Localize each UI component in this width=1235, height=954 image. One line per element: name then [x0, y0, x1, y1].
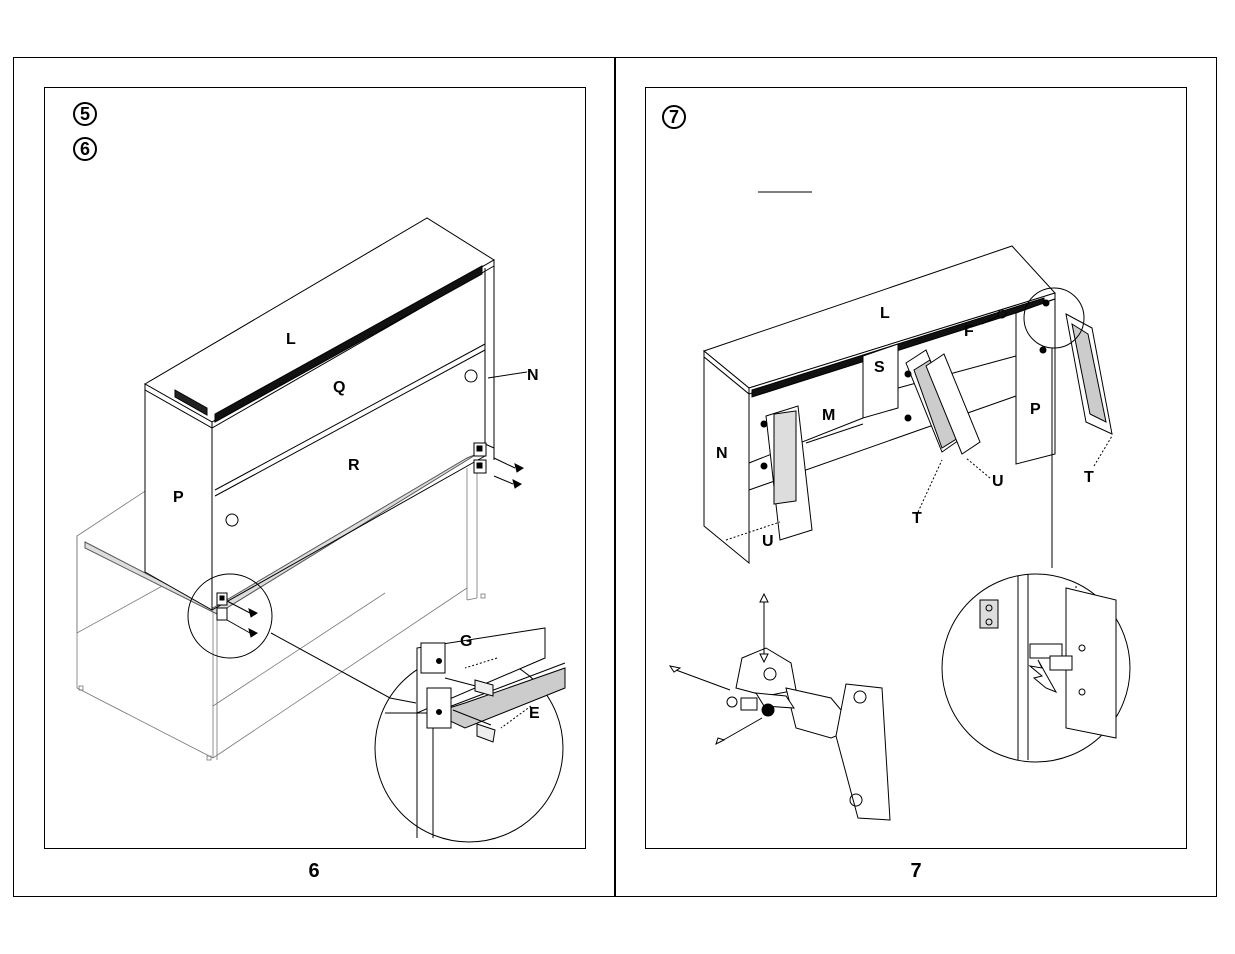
part-label-E: E [529, 705, 540, 722]
hutch-assembly-drawing: L Q R N P G E [45, 88, 587, 850]
detail-bracket-view [385, 628, 565, 838]
part-label-L: L [880, 305, 890, 322]
right-page-frame: 7 [645, 87, 1187, 849]
part-label-R: R [348, 457, 360, 474]
hinge-closeup [670, 594, 890, 820]
part-label-M: M [822, 407, 835, 424]
part-label-U-left: U [762, 533, 774, 550]
part-label-S: S [874, 359, 885, 376]
part-label-T-right: T [1084, 469, 1094, 486]
part-label-Q: Q [333, 379, 345, 396]
part-label-N: N [716, 445, 728, 462]
part-label-G: G [460, 633, 472, 650]
desk-edge-stripe [85, 454, 477, 614]
part-label-F: F [964, 323, 974, 340]
left-page: 5 6 [14, 58, 614, 896]
right-page: 7 [616, 58, 1216, 896]
desk-base [77, 463, 485, 760]
part-label-T-middle: T [912, 510, 922, 527]
part-label-P: P [1030, 401, 1041, 418]
manual-spread: 5 6 [13, 57, 1217, 897]
part-label-L: L [286, 331, 296, 348]
left-page-frame: 5 6 [44, 87, 586, 849]
part-label-P: P [173, 489, 184, 506]
page-number-right: 7 [616, 860, 1216, 883]
door-hinge-drawing: L F S M N P U U T T [646, 88, 1188, 850]
part-label-U-middle: U [992, 473, 1004, 490]
part-label-N: N [527, 367, 539, 384]
screws-right [494, 458, 523, 488]
page-number-left: 6 [14, 860, 614, 883]
